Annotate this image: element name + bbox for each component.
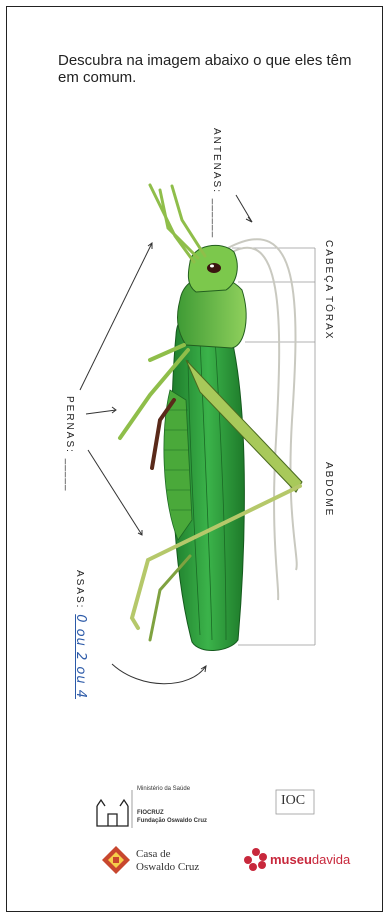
casa-oswaldo-cruz-emblem: [102, 846, 130, 874]
eye: [207, 263, 221, 273]
antenas-label-text: ANTENAS:: [211, 128, 222, 194]
fiocruz-text: FIOCRUZ: [137, 810, 164, 816]
label-pernas: PERNAS: _____: [64, 396, 75, 492]
fundacao-oswaldo-cruz-text: Fundação Oswaldo Cruz: [137, 818, 207, 824]
antenas-answer-blank[interactable]: ______: [211, 199, 222, 238]
label-abdome: ABDOME: [323, 462, 334, 517]
eye-highlight: [210, 265, 214, 268]
davida-text: davida: [312, 852, 350, 867]
casa-de-text: Casa de: [136, 848, 171, 860]
fiocruz-castle-icon: [97, 800, 128, 826]
museu-da-vida-logo: museudavida: [270, 852, 350, 867]
label-torax: TÓRAX: [323, 296, 334, 340]
label-cabeca: CABEÇA: [323, 240, 334, 293]
museu-text: museu: [270, 852, 312, 867]
oswaldo-cruz-text: Oswaldo Cruz: [136, 861, 199, 873]
label-asas: ASAS: 0 ou 2 ou 4: [73, 570, 88, 699]
label-antenas: ANTENAS: ______: [211, 128, 222, 238]
ioc-logo-text: IOC: [281, 793, 305, 809]
asas-label-text: ASAS:: [74, 570, 85, 609]
museu-da-vida-flower-icon: [244, 848, 267, 871]
ministerio-saude-text: Ministério da Saúde: [137, 786, 190, 792]
asas-handwritten-answer[interactable]: 0 ou 2 ou 4: [73, 614, 88, 699]
pernas-label-text: PERNAS:: [64, 396, 75, 454]
pernas-answer-blank[interactable]: _____: [64, 459, 75, 492]
